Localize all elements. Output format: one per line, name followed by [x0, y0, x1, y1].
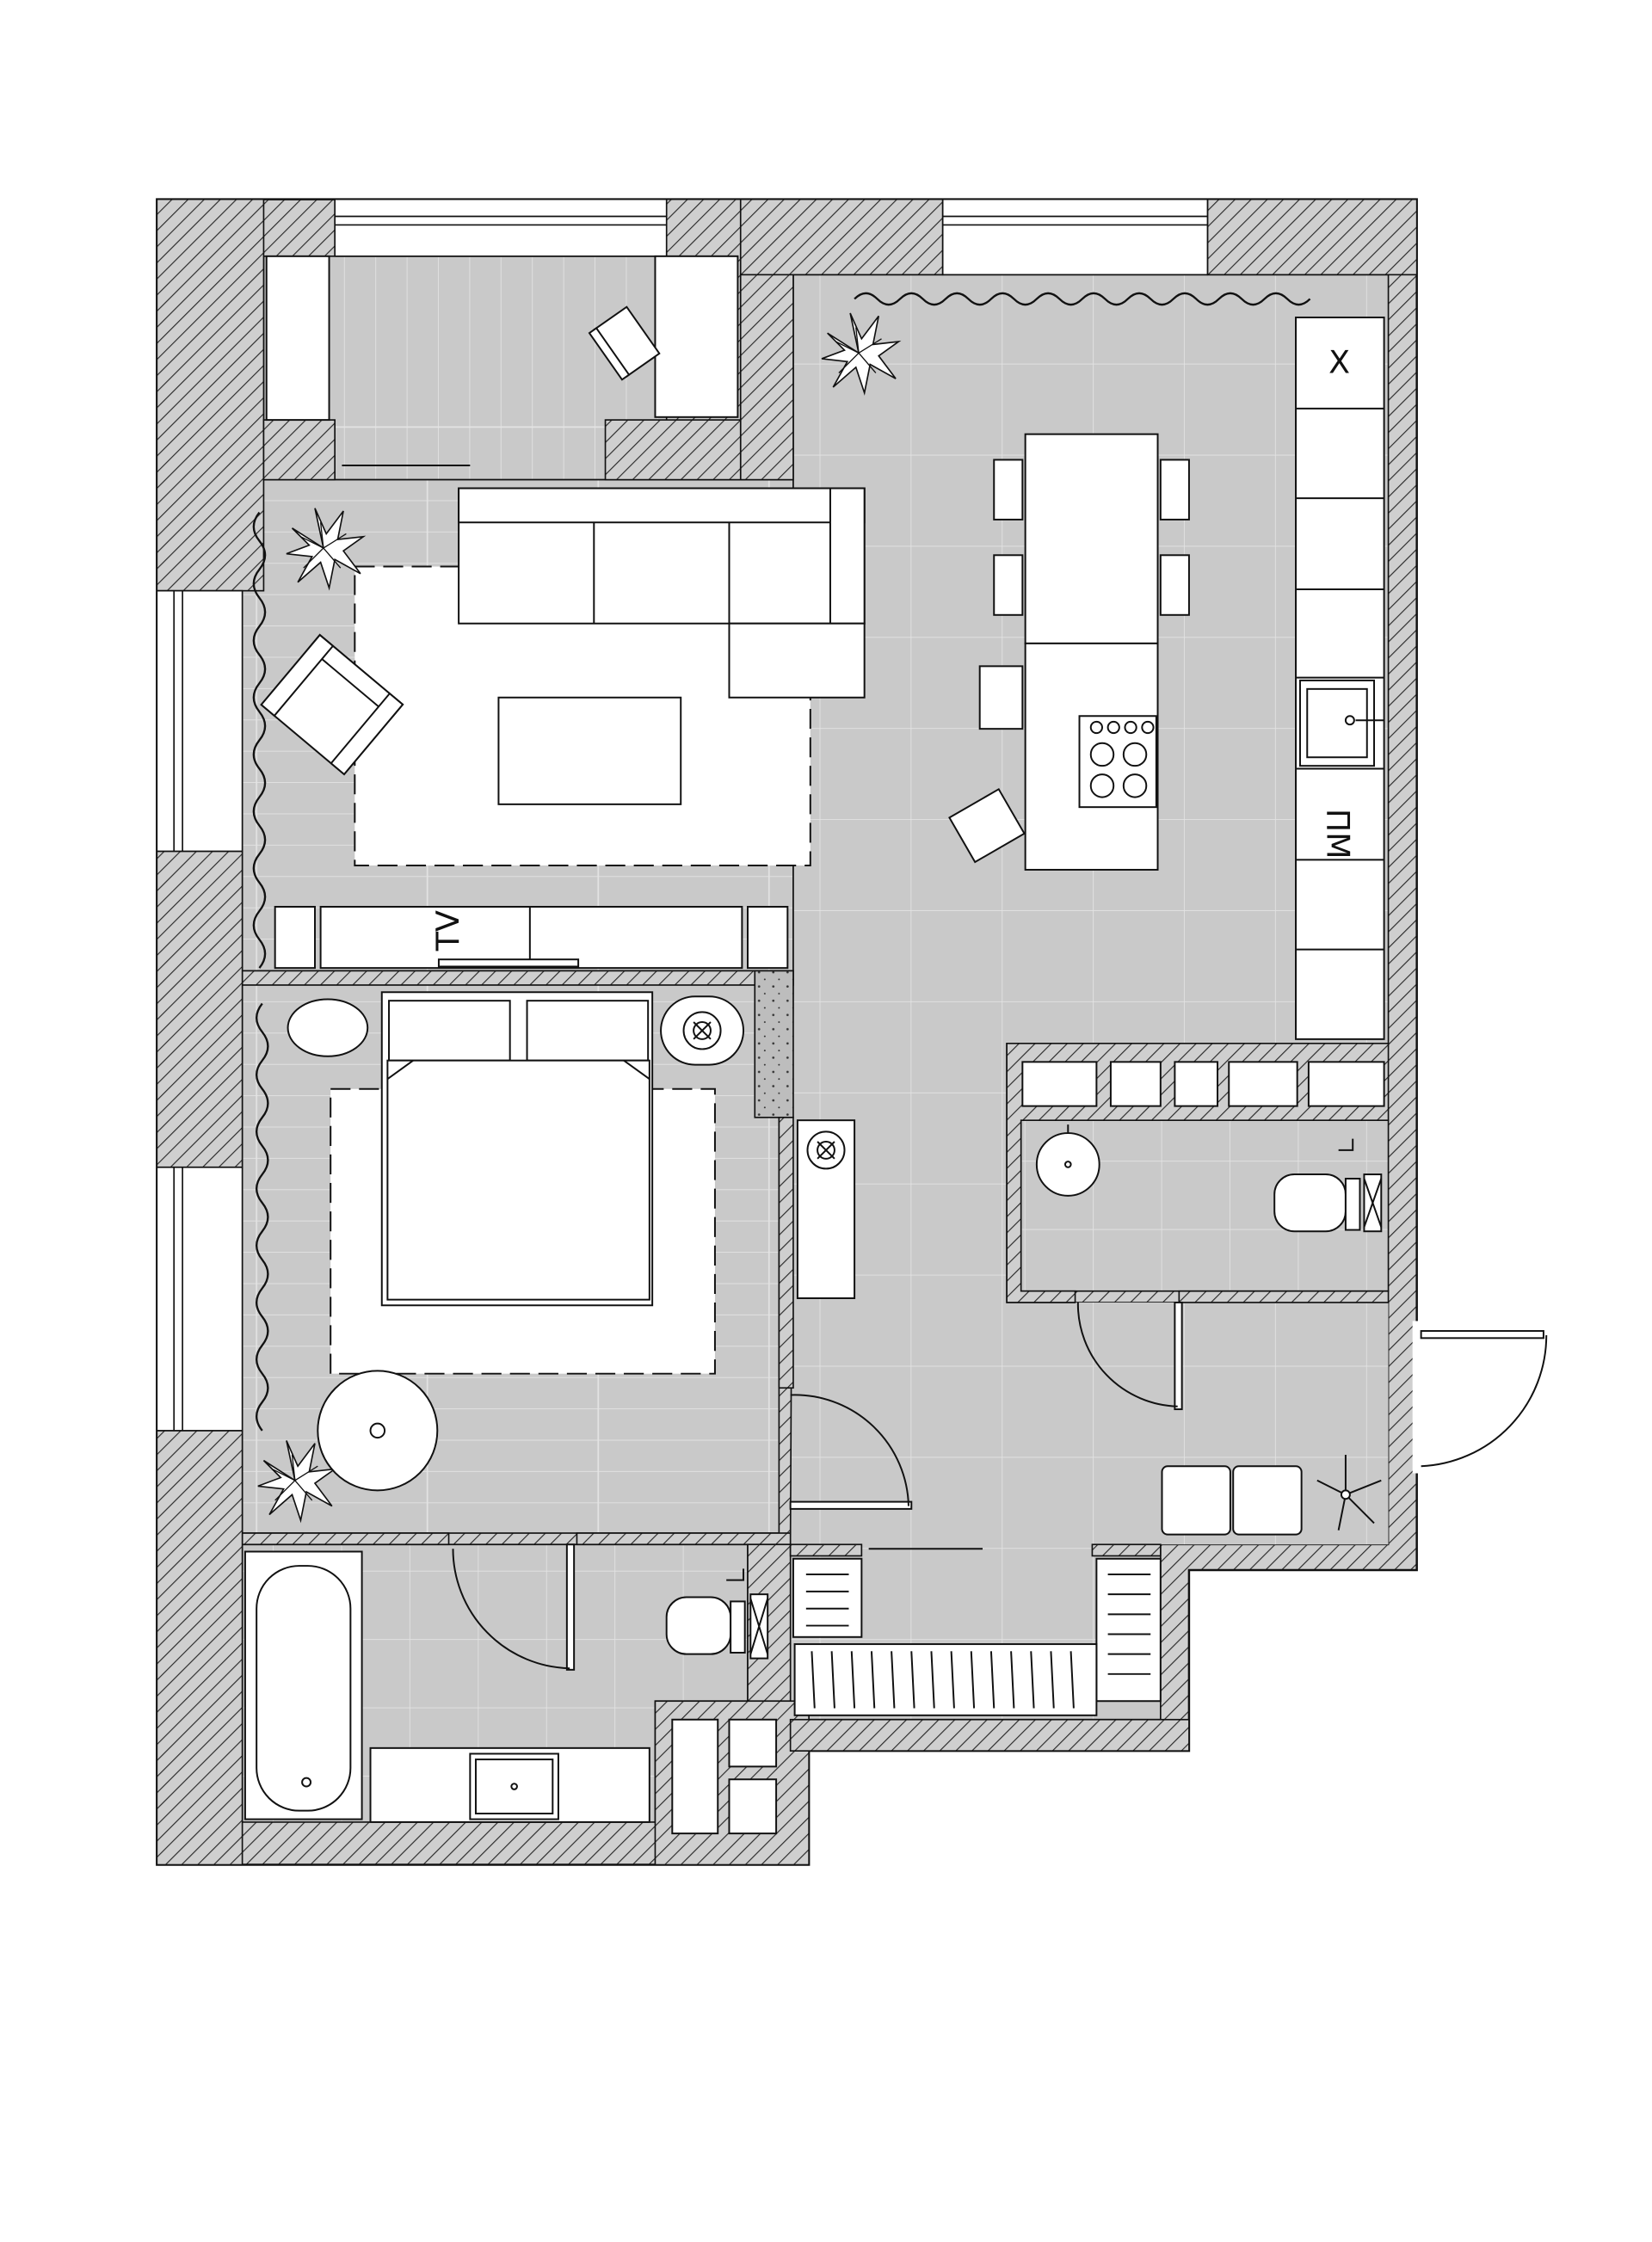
living-furniture	[260, 487, 866, 970]
kitchen-furniture	[948, 316, 1385, 1040]
study-furniture	[265, 255, 739, 467]
sofa	[458, 487, 866, 699]
bathroom-fixtures	[243, 1550, 778, 1835]
curtains	[252, 292, 1311, 1432]
wc-fixtures	[1035, 1124, 1383, 1233]
closets	[792, 1548, 1162, 1716]
hall-furniture	[796, 1061, 1385, 1536]
bathroom-toilet-icon	[665, 1596, 732, 1655]
tv-label: TV	[429, 910, 466, 952]
armchair	[260, 633, 404, 776]
entry-door[interactable]	[1420, 1330, 1548, 1468]
windows	[156, 198, 1209, 1432]
coffee-table	[497, 696, 682, 805]
fridge-label: Х	[1328, 344, 1350, 381]
toilet-icon	[1273, 1173, 1347, 1233]
bathroom-door[interactable]	[452, 1543, 576, 1671]
bedroom-door[interactable]	[789, 1394, 913, 1510]
interior-walls	[156, 198, 1418, 1866]
wc-door[interactable]	[1076, 1301, 1183, 1411]
dishwasher-label: ПМ	[1319, 809, 1356, 859]
dining-table	[1024, 433, 1159, 644]
bedroom-furniture	[287, 991, 745, 1492]
